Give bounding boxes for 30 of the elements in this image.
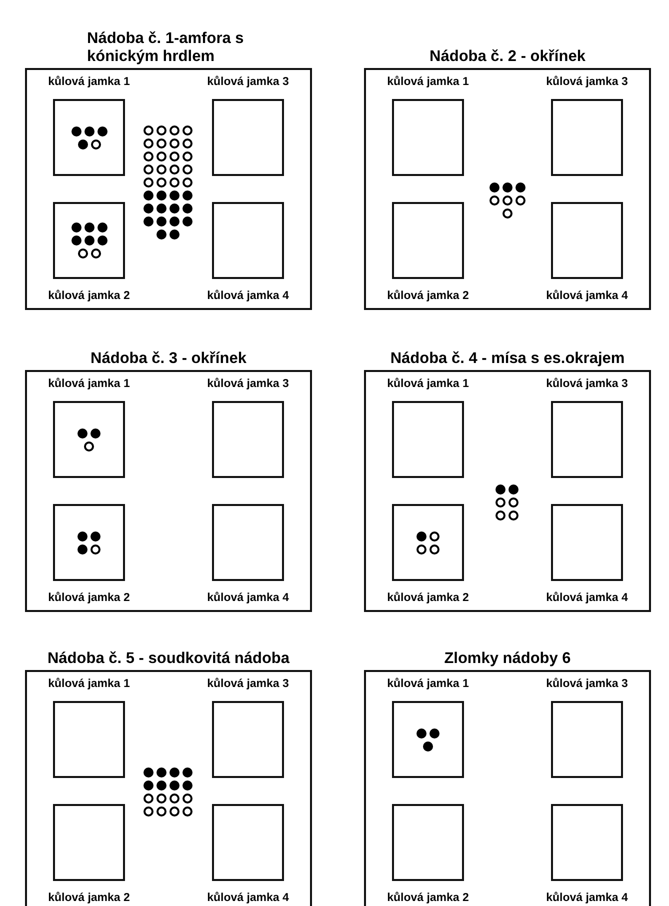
pit-label: kůlová jamka 1 [387, 377, 469, 391]
pit-label: kůlová jamka 4 [207, 591, 289, 605]
pit-label: kůlová jamka 1 [48, 377, 130, 391]
pit-label: kůlová jamka 4 [546, 289, 628, 303]
pit-label: kůlová jamka 3 [546, 377, 628, 391]
pit-label: kůlová jamka 1 [387, 677, 469, 691]
pit-label: kůlová jamka 2 [48, 891, 130, 905]
pit-label: kůlová jamka 4 [207, 289, 289, 303]
pit-label: kůlová jamka 4 [207, 891, 289, 905]
pit-label: kůlová jamka 3 [546, 677, 628, 691]
panel-title: Nádoba č. 1-amfora s kónickým hrdlem [87, 30, 245, 66]
pit-label: kůlová jamka 4 [546, 591, 628, 605]
pit-label: kůlová jamka 1 [48, 677, 130, 691]
panel-title: Nádoba č. 4 - mísa s es.okrajem [389, 350, 626, 368]
panel-title: Nádoba č. 2 - okřínek [428, 48, 586, 66]
pit-label: kůlová jamka 3 [207, 677, 289, 691]
pit-label: kůlová jamka 2 [387, 289, 469, 303]
panel-title: Nádoba č. 5 - soudkovitá nádoba [46, 650, 291, 668]
pit-label: kůlová jamka 2 [48, 289, 130, 303]
pit-label: kůlová jamka 2 [48, 591, 130, 605]
panel-title: Zlomky nádoby 6 [443, 650, 572, 668]
panel-title: Nádoba č. 3 - okřínek [90, 350, 248, 368]
pit-label: kůlová jamka 2 [387, 591, 469, 605]
pit-label: kůlová jamka 1 [387, 75, 469, 89]
pit-label: kůlová jamka 4 [546, 891, 628, 905]
pit-label: kůlová jamka 2 [387, 891, 469, 905]
pit-label: kůlová jamka 1 [48, 75, 130, 89]
pit-label: kůlová jamka 3 [207, 377, 289, 391]
pit-label: kůlová jamka 3 [546, 75, 628, 89]
pit-label: kůlová jamka 3 [207, 75, 289, 89]
